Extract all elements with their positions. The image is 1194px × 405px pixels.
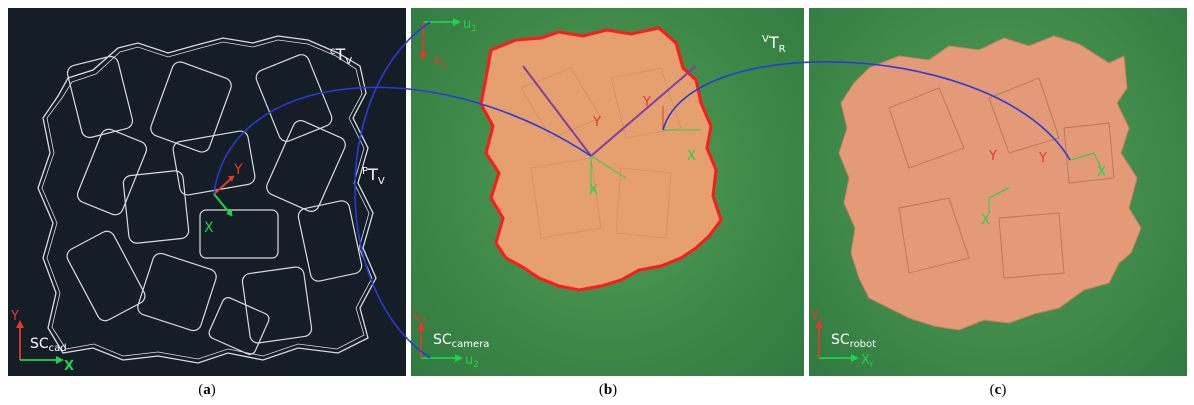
cad-frame-y-label: Y [233, 162, 243, 178]
robot-frame-x1-label: X [981, 213, 990, 228]
camera-frame-x2-label: X [687, 149, 696, 164]
caption-b: (b) [598, 382, 618, 398]
cad-drawing: Y X Y X SCcad [10, 35, 377, 374]
camera-v2-label: v2 [413, 309, 426, 326]
robot-sc-label: SCrobot [831, 332, 876, 350]
panel-robot: Y Y X X Yr Xr SCrobot [809, 8, 1187, 376]
robot-frames [988, 152, 1102, 213]
cad-frame-x-label: X [204, 220, 214, 236]
cad-axis-y-label: Y [10, 309, 19, 324]
camera-frame-y1-label: Y [592, 115, 601, 130]
panel-camera: Y Y X X u1 v1 v2 u2 SCcamer [411, 8, 804, 376]
cad-outer-contour [37, 35, 377, 364]
camera-frame-x1-label: X [589, 183, 598, 198]
caption-c: (c) [989, 382, 1007, 398]
robot-sc-axes [815, 320, 859, 362]
camera-sc-label: SCcamera [433, 332, 489, 350]
robot-contour [838, 35, 1142, 331]
caption-a: (a) [198, 382, 216, 398]
camera-u2-label: u2 [465, 353, 479, 370]
robot-frame-x2-label: X [1097, 165, 1106, 180]
robot-image: Y Y X X Yr Xr SCrobot [810, 35, 1142, 370]
camera-frame-y2-label: Y [642, 95, 651, 110]
camera-contour [479, 26, 723, 292]
camera-u1-label: u1 [463, 17, 477, 34]
cad-sc-label: SCcad [30, 336, 67, 354]
robot-axis-y-label: Yr [810, 309, 823, 326]
cad-axis-x-label: X [64, 359, 74, 374]
robot-frame-y2-label: Y [1038, 151, 1047, 166]
camera-v1-label: v1 [433, 53, 446, 70]
robot-axis-x-label: Xr [861, 353, 874, 370]
cad-sc-axes [16, 320, 64, 364]
camera-image: Y Y X X u1 v1 v2 u2 SCcamer [413, 17, 723, 370]
panel-cad: Y X Y X SCcad [8, 8, 406, 376]
cad-tiles [66, 54, 363, 355]
robot-frame-y1-label: Y [988, 149, 997, 164]
